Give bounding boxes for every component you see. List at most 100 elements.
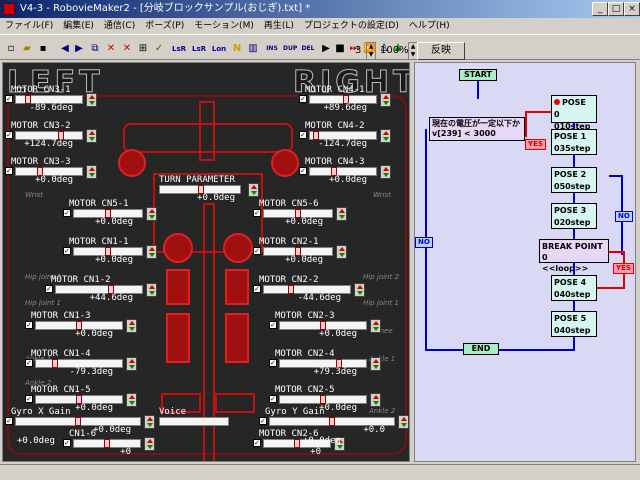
delete-icon[interactable]: ✕	[106, 43, 116, 54]
motor-spinner[interactable]	[144, 415, 155, 429]
motor-spinner[interactable]	[126, 319, 137, 333]
check-icon[interactable]: ✓	[154, 43, 164, 54]
motor-slider-thumb[interactable]	[76, 321, 82, 330]
motor-enable-checkbox[interactable]: ✓	[259, 417, 267, 425]
motor-slider-thumb[interactable]	[105, 247, 111, 256]
reflect-button[interactable]: 反映	[417, 42, 465, 60]
motor-spinner[interactable]	[398, 415, 409, 429]
turn-parameter-spinner[interactable]	[248, 183, 259, 197]
motor-enable-checkbox[interactable]: ✓	[299, 95, 307, 103]
motor-slider[interactable]	[279, 321, 367, 330]
menu-file[interactable]: ファイル(F)	[5, 21, 54, 31]
menu-help[interactable]: ヘルプ(H)	[408, 21, 450, 31]
motor-enable-checkbox[interactable]: ✓	[269, 321, 277, 329]
motor-slider[interactable]	[269, 417, 395, 426]
motor-enable-checkbox[interactable]: ✓	[269, 395, 277, 403]
menu-edit[interactable]: 編集(E)	[63, 21, 94, 31]
motor-slider[interactable]	[279, 395, 367, 404]
motor-enable-checkbox[interactable]: ✓	[63, 209, 71, 217]
motor-spinner[interactable]	[126, 357, 137, 371]
motor-enable-checkbox[interactable]: ✓	[25, 321, 33, 329]
motor-spinner[interactable]	[370, 319, 381, 333]
app-icon[interactable]	[3, 3, 15, 15]
turn-parameter-slider[interactable]	[159, 185, 241, 194]
motor-slider[interactable]	[309, 95, 377, 104]
motor-spinner[interactable]	[370, 393, 381, 407]
motor-slider[interactable]	[15, 131, 83, 140]
motor-slider-thumb[interactable]	[105, 209, 111, 218]
stop-icon[interactable]: ■	[335, 43, 345, 54]
motor-slider-thumb[interactable]	[329, 417, 335, 426]
motor-slider[interactable]	[263, 285, 351, 294]
motor-slider-thumb[interactable]	[52, 359, 58, 368]
motor-slider[interactable]	[35, 359, 123, 368]
menu-project[interactable]: プロジェクトの設定(D)	[303, 21, 399, 31]
menu-comm[interactable]: 通信(C)	[103, 21, 136, 31]
motor-spinner[interactable]	[354, 283, 365, 297]
motor-spinner[interactable]	[336, 207, 347, 221]
motor-enable-checkbox[interactable]: ✓	[5, 417, 13, 425]
motor-slider[interactable]	[309, 131, 377, 140]
close-button[interactable]: ×	[624, 2, 640, 16]
menu-play[interactable]: 再生(L)	[263, 21, 294, 31]
save-icon[interactable]: ▪	[39, 43, 47, 54]
motor-slider[interactable]	[73, 439, 141, 448]
motor-enable-checkbox[interactable]: ✓	[299, 131, 307, 139]
motor-slider[interactable]	[15, 95, 83, 104]
motor-slider-thumb[interactable]	[295, 247, 301, 256]
motor-slider-thumb[interactable]	[108, 285, 114, 294]
play-icon[interactable]: ▶	[322, 43, 330, 54]
motor-slider[interactable]	[15, 417, 141, 426]
motor-spinner[interactable]	[86, 129, 97, 143]
person-icon[interactable]: ♟	[393, 43, 403, 54]
motor-spinner[interactable]	[380, 129, 391, 143]
condition-node[interactable]: 現在の電圧が一定以下か v[239] < 3000	[429, 117, 525, 141]
duplicate-button[interactable]: DUP	[283, 45, 298, 52]
motor-slider-thumb[interactable]	[76, 395, 82, 404]
motor-enable-checkbox[interactable]: ✓	[63, 247, 71, 255]
mirror-rl-button[interactable]: LsR	[191, 45, 207, 53]
motor-enable-checkbox[interactable]: ✓	[25, 359, 33, 367]
motor-slider-thumb[interactable]	[320, 321, 326, 330]
pose-icon[interactable]: ⊞	[138, 43, 148, 54]
motor-spinner[interactable]	[380, 165, 391, 179]
motor-spinner[interactable]	[146, 283, 157, 297]
motor-slider-thumb[interactable]	[104, 439, 110, 448]
chart-icon[interactable]: ▥	[248, 43, 258, 54]
robot-icon[interactable]: ♙	[379, 43, 389, 54]
motor-slider[interactable]	[35, 321, 123, 330]
motor-slider[interactable]	[15, 167, 83, 176]
forward-arrow-icon[interactable]: ▶	[75, 43, 83, 54]
motor-slider[interactable]	[35, 395, 123, 404]
title-bar[interactable]: V4-3 - RobovieMaker2 - [分岐ブロックサンプル(おじぎ).…	[0, 0, 640, 18]
pose0-node[interactable]: POSE 0 010step	[551, 95, 597, 131]
motor-enable-checkbox[interactable]: ✓	[253, 247, 261, 255]
splitter[interactable]	[410, 62, 414, 462]
motor-slider[interactable]	[279, 359, 367, 368]
motor-spinner[interactable]	[334, 437, 345, 451]
motor-slider[interactable]	[263, 439, 331, 448]
motor-slider[interactable]	[73, 247, 143, 256]
insert-button[interactable]: INS	[266, 45, 278, 52]
motor-slider-thumb[interactable]	[313, 131, 319, 140]
motor-slider-thumb[interactable]	[288, 285, 294, 294]
start-node[interactable]: START	[459, 69, 497, 81]
motor-slider-thumb[interactable]	[331, 167, 337, 176]
step-forward-icon[interactable]: ⏭	[349, 43, 359, 54]
motor-enable-checkbox[interactable]: ✓	[5, 167, 13, 175]
motor-slider[interactable]	[55, 285, 143, 294]
motor-spinner[interactable]	[380, 93, 391, 107]
breakpoint-node[interactable]: BREAK POINT 0<<loop>>	[539, 239, 609, 273]
motor-spinner[interactable]	[370, 357, 381, 371]
open-folder-icon[interactable]: ▰	[23, 43, 31, 54]
zoom-step-spinner[interactable]: ▲▼	[366, 42, 376, 60]
delete-pose-button[interactable]: DEL	[301, 45, 315, 52]
motor-enable-checkbox[interactable]: ✓	[5, 95, 13, 103]
fast-forward-icon[interactable]: ⏩	[363, 43, 376, 54]
menu-pose[interactable]: ポーズ(P)	[145, 21, 185, 31]
motor-slider-thumb[interactable]	[320, 395, 326, 404]
motor-enable-checkbox[interactable]: ✓	[63, 439, 71, 447]
